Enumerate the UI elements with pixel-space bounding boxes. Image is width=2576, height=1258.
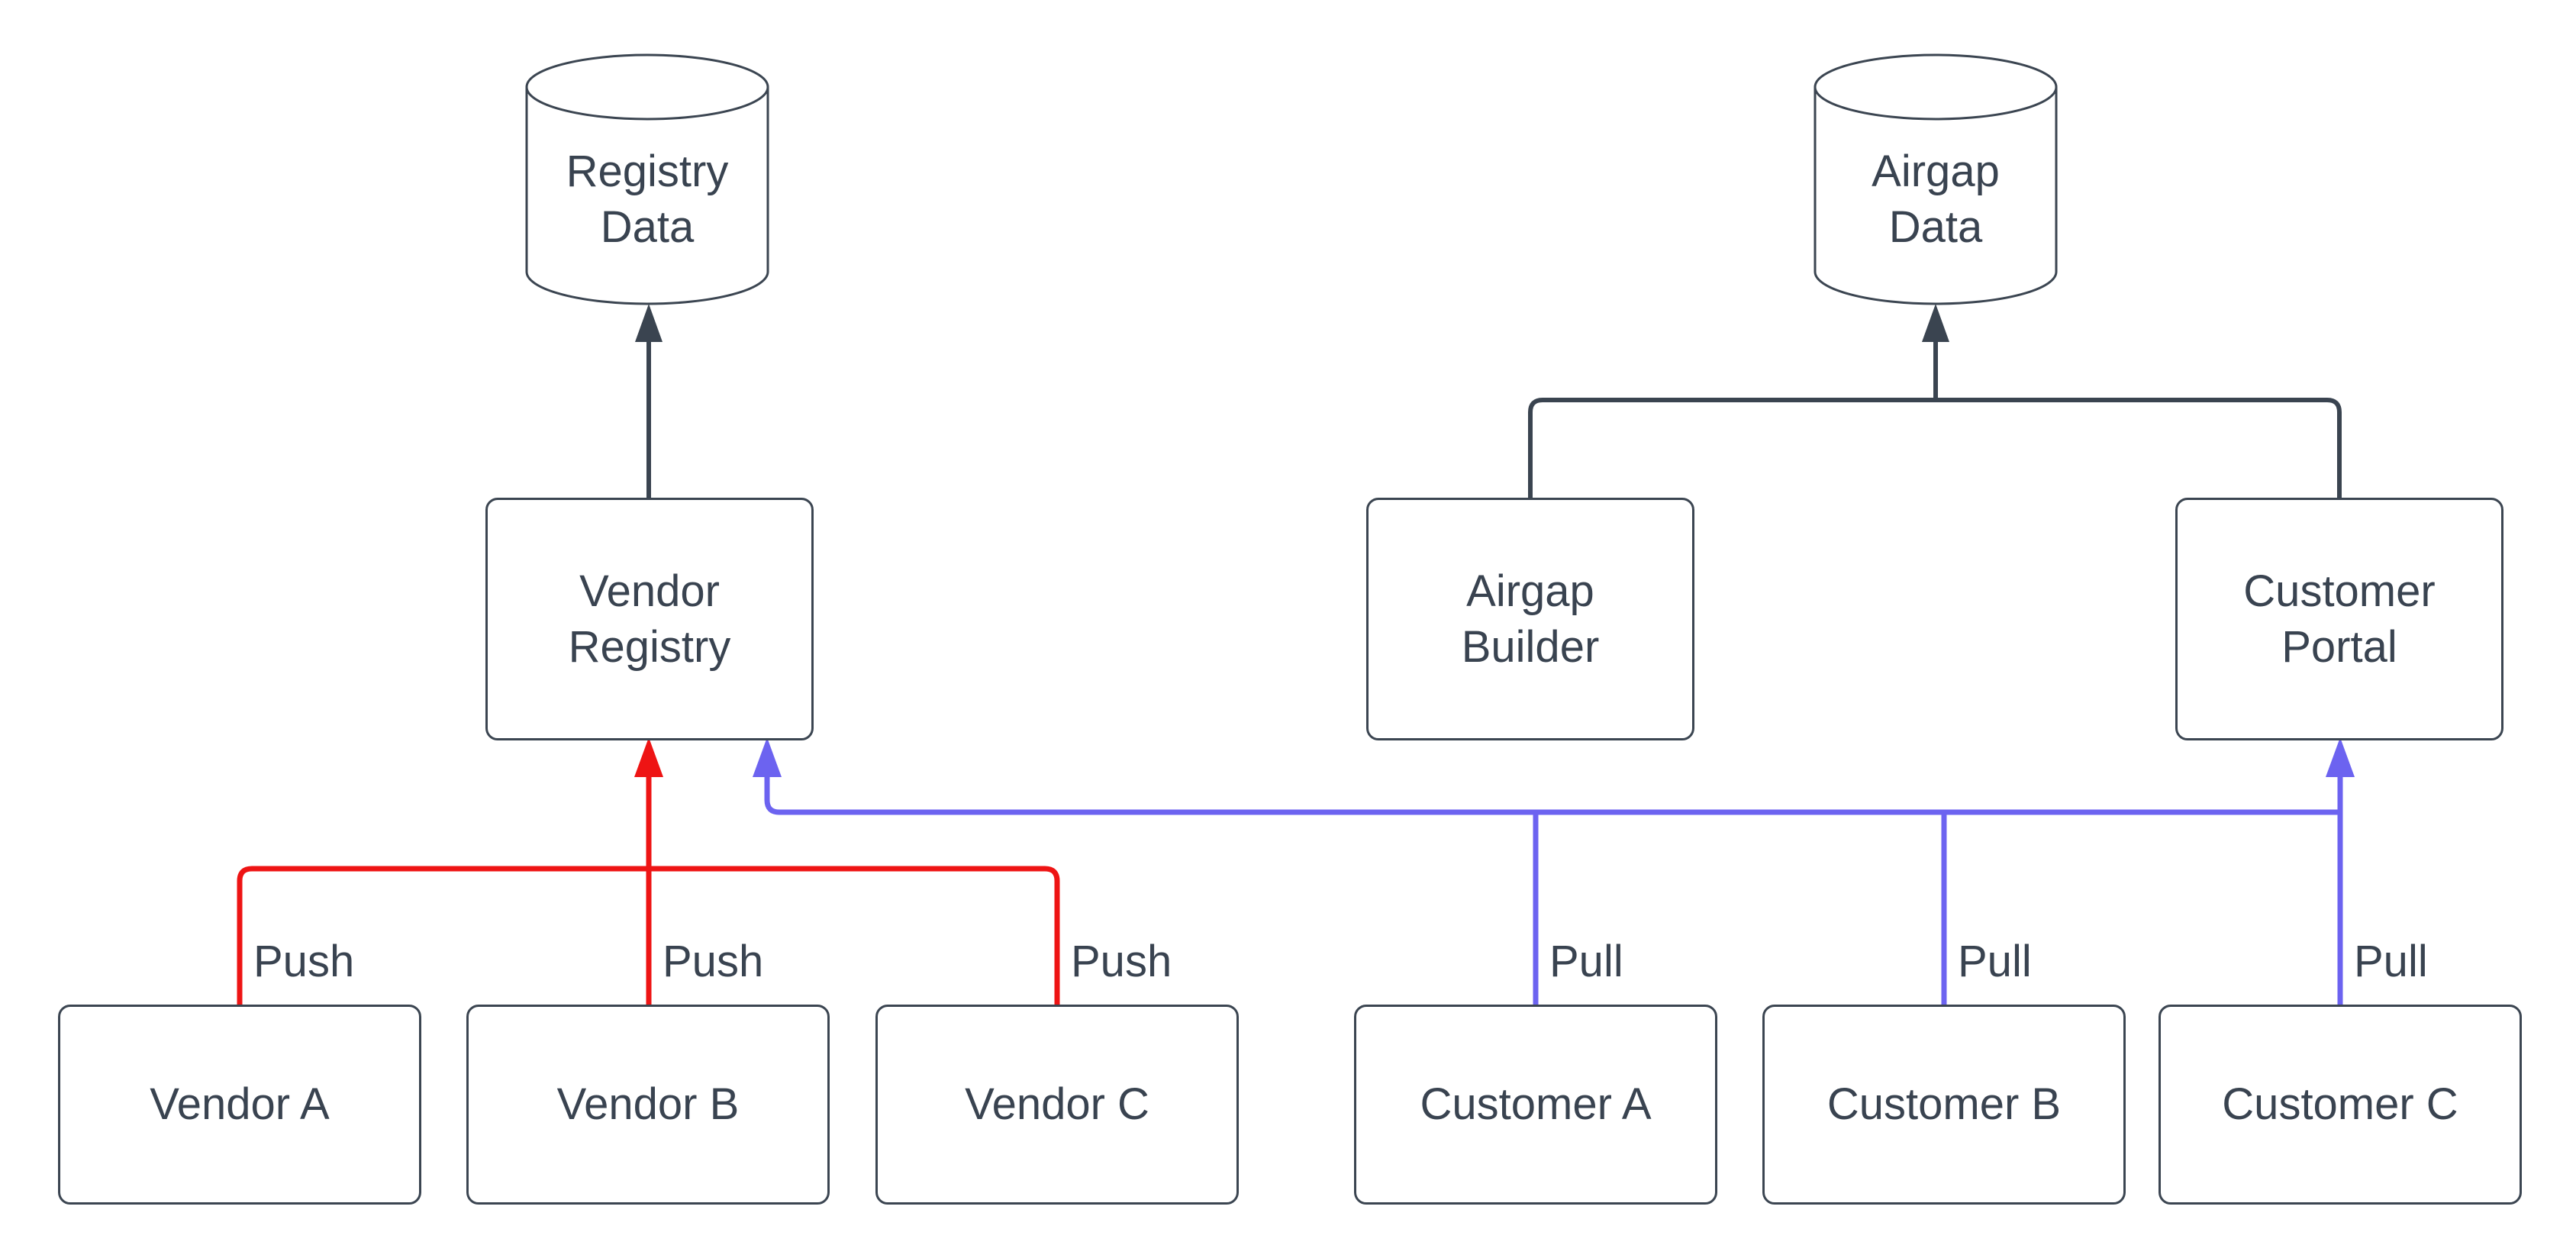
- node-label-customer-c: Customer C: [2222, 1079, 2458, 1130]
- node-airgap-builder: Airgap Builder: [1366, 498, 1694, 740]
- node-airgap-data: Airgap Data: [1814, 53, 2058, 305]
- edge-label-push-vendor-a: Push: [253, 937, 355, 986]
- edge-label-pull-customer-c: Pull: [2354, 937, 2428, 986]
- node-label-line: Builder: [1461, 622, 1600, 672]
- node-label-line: Registry: [568, 622, 731, 672]
- arrowhead-pull-vendor-registry: [753, 737, 782, 777]
- node-label-vendor-registry: Vendor Registry: [569, 563, 731, 675]
- node-label-line: Data: [600, 202, 695, 252]
- database-cylinder-icon: [525, 53, 769, 305]
- node-customer-a: Customer A: [1354, 1005, 1717, 1205]
- node-label-airgap-data: Airgap Data: [1872, 144, 2000, 255]
- arrowhead-airgap-data: [1922, 304, 1949, 342]
- node-label-vendor-b: Vendor B: [556, 1079, 740, 1130]
- node-label-registry-data: Registry Data: [566, 144, 729, 255]
- node-vendor-a: Vendor A: [58, 1005, 421, 1205]
- node-label-customer-a: Customer A: [1420, 1079, 1652, 1130]
- node-customer-b: Customer B: [1762, 1005, 2126, 1205]
- node-label-line: Registry: [566, 146, 729, 196]
- arrowhead-registry-data: [635, 304, 663, 342]
- edge-builder-portal-manifold: [1528, 398, 2342, 498]
- node-vendor-registry: Vendor Registry: [485, 498, 814, 740]
- edge-pull-manifold: [764, 776, 2340, 815]
- node-label-line: Airgap: [1466, 566, 1594, 616]
- arrowhead-push-vendor-registry: [634, 737, 663, 777]
- node-label-customer-portal: Customer Portal: [2243, 563, 2435, 675]
- node-vendor-b: Vendor B: [466, 1005, 830, 1205]
- node-label-vendor-c: Vendor C: [965, 1079, 1149, 1130]
- node-label-customer-b: Customer B: [1826, 1079, 2062, 1130]
- database-cylinder-icon: [1814, 53, 2058, 305]
- node-label-line: Portal: [2281, 622, 2397, 672]
- edge-label-pull-customer-b: Pull: [1958, 937, 2032, 986]
- node-label-line: Customer: [2243, 566, 2436, 616]
- edge-label-push-vendor-c: Push: [1071, 937, 1172, 986]
- node-customer-c: Customer C: [2158, 1005, 2522, 1205]
- node-label-line: Data: [1888, 202, 1983, 252]
- node-vendor-c: Vendor C: [875, 1005, 1239, 1205]
- node-label-line: Vendor: [579, 566, 720, 616]
- node-label-airgap-builder: Airgap Builder: [1462, 563, 1600, 675]
- edge-label-push-vendor-b: Push: [663, 937, 764, 986]
- node-label-line: Airgap: [1872, 146, 2000, 196]
- node-label-vendor-a: Vendor A: [150, 1079, 330, 1130]
- node-registry-data: Registry Data: [525, 53, 769, 305]
- edge-label-pull-customer-a: Pull: [1549, 937, 1623, 986]
- arrowhead-pull-customer-portal: [2326, 737, 2355, 777]
- node-customer-portal: Customer Portal: [2175, 498, 2503, 740]
